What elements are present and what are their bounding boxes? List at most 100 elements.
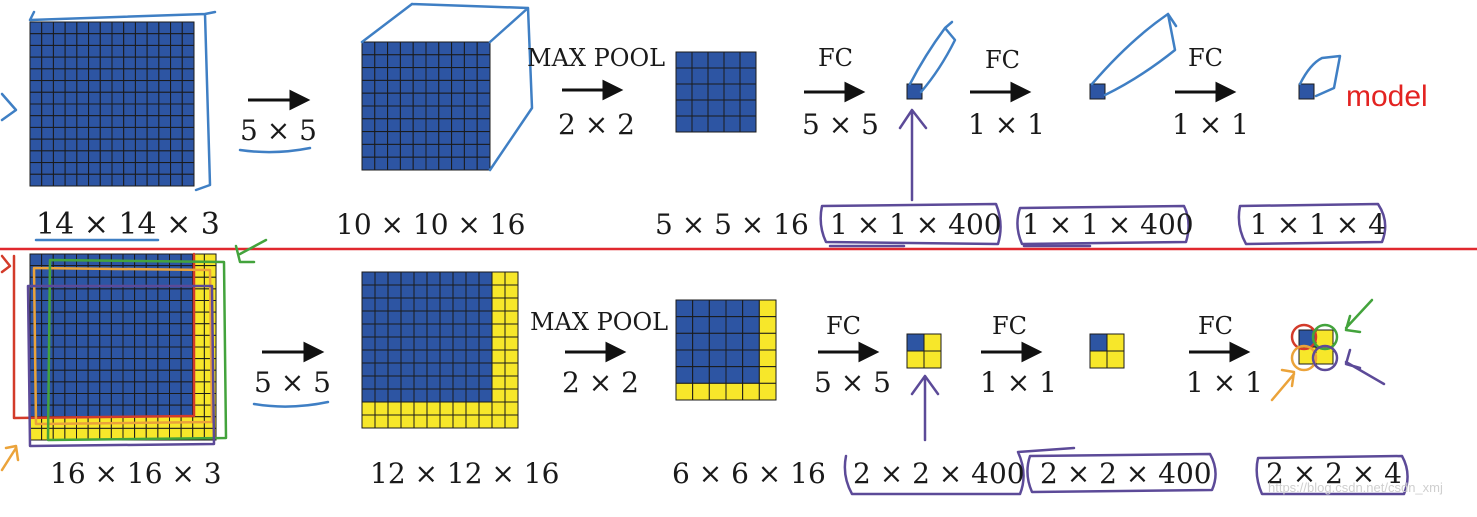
grid-cell (478, 401, 493, 416)
grid-cell (134, 150, 148, 164)
grid-cell (463, 143, 478, 158)
grid-cell (361, 92, 376, 107)
grid-cell (465, 284, 480, 299)
grid-cell (425, 79, 440, 94)
grid-cell (76, 68, 90, 82)
grid-cell (758, 299, 777, 318)
grid-cell (88, 21, 101, 35)
grid-cell (122, 265, 136, 278)
bottom-fc3-label: FC (1198, 312, 1233, 340)
bottom-conv-output-dims: 12 × 12 × 16 (370, 457, 559, 490)
grid-cell (758, 366, 777, 384)
grid-cell (723, 67, 741, 85)
grid-cell (452, 323, 467, 338)
bottom-fc2-size: 1 × 1 (980, 366, 1057, 399)
grid-cell (169, 288, 182, 302)
grid-cell (374, 310, 389, 325)
grid-cell (742, 299, 760, 318)
grid-cell (426, 271, 441, 286)
grid-cell (157, 265, 171, 278)
grid-cell (426, 349, 441, 364)
top-conv-grid (361, 41, 491, 171)
grid-cell (134, 173, 148, 187)
grid-cell (400, 284, 415, 299)
grid-cell (76, 80, 90, 93)
grid-cell (463, 156, 478, 171)
grid-cell (478, 284, 493, 299)
grid-cell (123, 103, 136, 117)
grid-cell (41, 300, 54, 313)
grid-cell (452, 349, 467, 364)
grid-cell (170, 80, 183, 93)
grid-cell (146, 103, 160, 117)
grid-cell (146, 80, 160, 93)
grid-cell (387, 401, 402, 416)
grid-cell (76, 56, 90, 70)
grid-cell (29, 80, 43, 93)
grid-cell (41, 80, 54, 93)
highlight-box-fc1 (819, 202, 1002, 246)
grid-cell (400, 375, 415, 390)
grid-cell (99, 162, 113, 175)
grid-cell (451, 131, 465, 145)
grid-cell (76, 115, 90, 128)
right-arrow-icon (262, 341, 325, 363)
grid-cell (708, 382, 727, 401)
grid-cell (29, 68, 43, 82)
grid-cell (413, 401, 428, 416)
grid-cell (29, 126, 43, 140)
grid-cell (180, 323, 194, 336)
grid-cell (41, 334, 54, 348)
grid-cell (203, 427, 217, 441)
grid-cell (361, 105, 376, 120)
grid-cell (504, 271, 519, 286)
grid-cell (439, 375, 454, 390)
grid-cell (463, 54, 478, 69)
grid-cell (110, 369, 124, 383)
grid-cell (707, 115, 725, 133)
grid-cell (675, 99, 693, 117)
grid-cell (438, 67, 453, 81)
grid-cell (52, 80, 66, 93)
grid-cell (387, 414, 402, 429)
grid-cell (181, 33, 195, 46)
grid-cell (387, 336, 402, 351)
grid-cell (707, 51, 725, 69)
grid-cell (110, 346, 124, 360)
grid-cell (1089, 350, 1108, 369)
grid-cell (169, 265, 182, 278)
grid-cell (439, 349, 454, 364)
grid-cell (145, 311, 159, 325)
grid-cell (465, 297, 480, 312)
grid-cell (452, 336, 467, 351)
grid-cell (158, 138, 172, 152)
grid-cell (134, 381, 147, 395)
grid-cell (478, 310, 493, 325)
grid-cell (387, 323, 402, 338)
grid-cell (123, 33, 136, 46)
grid-cell (111, 44, 125, 58)
grid-cell (452, 362, 467, 377)
grid-cell (181, 103, 195, 117)
grid-cell (87, 300, 101, 313)
grid-cell (465, 271, 480, 286)
top-conv-kernel: 5 × 5 (240, 114, 317, 147)
grid-cell (465, 349, 480, 364)
grid-cell (41, 68, 54, 82)
grid-cell (491, 349, 506, 364)
grid-cell (87, 404, 101, 418)
top-fc2-cell (1089, 83, 1106, 100)
grid-cell (361, 143, 376, 158)
grid-cell (374, 92, 389, 107)
grid-cell (64, 311, 78, 325)
grid-cell (76, 103, 90, 117)
grid-cell (725, 332, 744, 351)
grid-cell (29, 56, 43, 70)
grid-cell (87, 311, 101, 325)
grid-cell (374, 414, 389, 429)
grid-cell (675, 115, 693, 133)
top-fc1-label: FC (818, 44, 853, 72)
grid-cell (1106, 350, 1125, 369)
grid-cell (426, 336, 441, 351)
grid-cell (451, 143, 465, 158)
